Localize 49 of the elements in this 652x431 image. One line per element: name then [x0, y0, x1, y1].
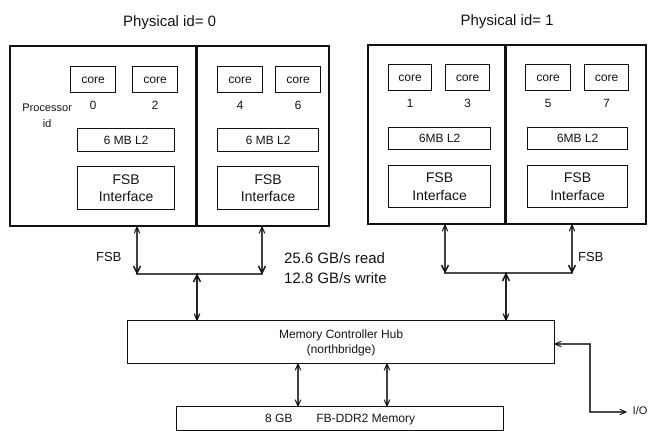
- processor-id-number: 0: [88, 98, 98, 113]
- box-label: FSB Interface: [411, 169, 468, 204]
- box-label: 6MB L2: [556, 131, 598, 146]
- box-label: FB-DDR2 Memory: [316, 411, 416, 426]
- component-box: [217, 128, 319, 152]
- box-label: core: [594, 70, 618, 85]
- bus-arrow: [554, 340, 627, 416]
- box-label: FSB Interface: [549, 169, 606, 204]
- box-label: core: [286, 72, 310, 87]
- component-box: [217, 166, 319, 210]
- component-box: [388, 127, 491, 150]
- bandwidth-note: 25.6 GB/s read 12.8 GB/s write: [284, 249, 388, 289]
- package-title: Physical id= 1: [460, 12, 554, 31]
- box-label: core: [536, 70, 560, 85]
- io-label: I/O: [632, 405, 648, 419]
- bus-arrow: [194, 226, 266, 321]
- box-label: 6 MB L2: [246, 132, 290, 148]
- box-label: core: [228, 72, 252, 87]
- box-label: core: [81, 72, 105, 87]
- component-box: [527, 127, 628, 150]
- component-box: [77, 166, 175, 210]
- component-box: [388, 165, 491, 208]
- box-label: Memory Controller Hub (northbridge): [278, 327, 404, 357]
- component-box: [77, 128, 175, 152]
- box-label: core: [143, 72, 167, 87]
- processor-id-number: 3: [463, 96, 472, 111]
- component-box: [176, 406, 504, 431]
- bus-label: FSB: [578, 249, 604, 265]
- processor-id-number: 5: [544, 96, 552, 111]
- bus-arrow: [294, 363, 302, 407]
- component-box: [527, 165, 628, 208]
- box-label: 6MB L2: [418, 131, 460, 146]
- box-label: core: [398, 70, 422, 85]
- component-box: [127, 320, 555, 364]
- box-label: 8 GB: [264, 411, 292, 426]
- processor-id-number: 2: [150, 98, 160, 113]
- bus-label: FSB: [96, 249, 122, 265]
- processor-id-number: 1: [406, 96, 414, 111]
- processor-id-number: 6: [294, 98, 302, 113]
- box-label: 6 MB L2: [104, 132, 148, 148]
- box-label: FSB Interface: [240, 170, 296, 206]
- processor-id-number: 7: [602, 96, 611, 111]
- box-label: FSB Interface: [98, 170, 154, 206]
- processor-id-label: Processor id: [21, 101, 73, 132]
- package-title: Physical id= 0: [122, 13, 217, 32]
- processor-id-number: 4: [236, 98, 244, 113]
- bus-arrow: [384, 363, 390, 407]
- bus-arrow: [502, 224, 576, 321]
- box-label: core: [456, 70, 480, 85]
